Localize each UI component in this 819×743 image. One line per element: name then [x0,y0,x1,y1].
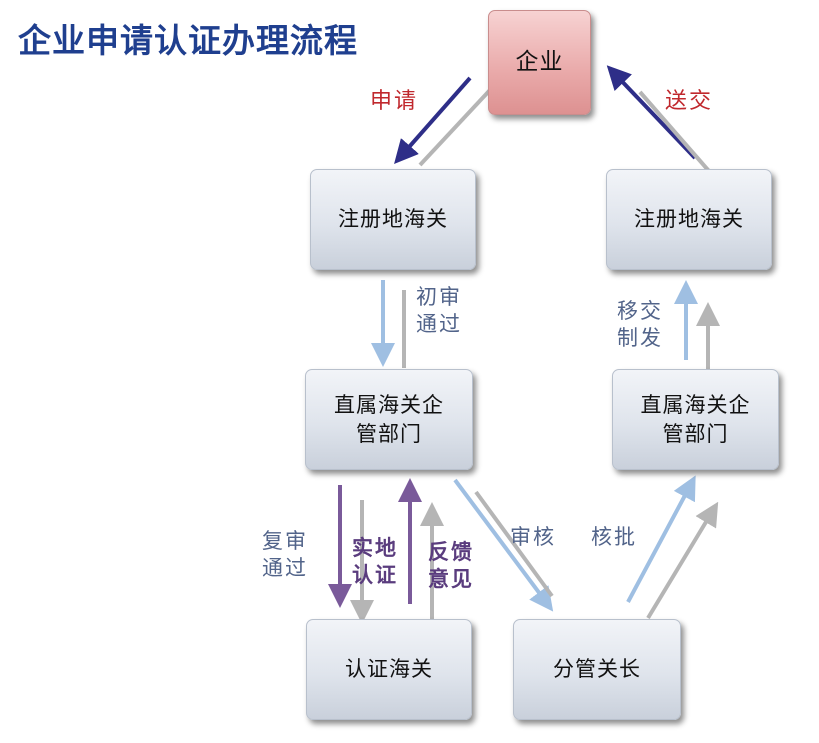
node-direct-customs-left: 直属海关企 管部门 [305,369,473,470]
label-re-review: 复审 通过 [262,529,308,581]
node-cert-customs-label: 认证海关 [345,657,433,682]
node-company: 企业 [488,10,591,115]
label-initial-review: 初审 通过 [416,285,462,337]
label-onsite: 实地 认证 [352,535,398,588]
arrow-deliver [606,65,697,160]
page-title: 企业申请认证办理流程 [18,21,358,60]
label-transfer: 移交 制发 [617,299,663,351]
node-chief: 分管关长 [513,619,681,720]
node-cert-customs: 认证海关 [306,619,472,720]
arrow-approve [626,475,696,603]
label-review: 审核 [510,525,556,549]
label-deliver: 送交 [665,89,714,114]
arrow-review [453,478,554,612]
arrow-apply-shadow [418,88,492,167]
node-direct-customs-right-line2: 管部门 [662,421,729,446]
node-direct-customs-left-line1: 直属海关企 [334,393,444,418]
node-register-customs-right-label: 注册地海关 [634,207,744,232]
arrow-apply [394,76,472,164]
node-register-customs-left-label: 注册地海关 [338,207,448,232]
arrow-approve-shadow [646,501,719,620]
node-direct-customs-right: 直属海关企 管部门 [612,369,779,470]
node-direct-customs-right-line1: 直属海关企 [640,393,751,418]
node-company-label: 企业 [515,48,564,75]
node-register-customs-left: 注册地海关 [310,169,476,270]
label-approve: 核批 [591,525,637,549]
label-apply: 申请 [370,89,419,114]
label-feedback: 反馈 意见 [428,539,474,592]
arrow-review-shadow [474,490,554,598]
node-chief-label: 分管关长 [553,657,641,682]
node-register-customs-right: 注册地海关 [606,169,772,270]
arrow-deliver-shadow [638,90,717,180]
node-direct-customs-left-line2: 管部门 [356,421,422,446]
